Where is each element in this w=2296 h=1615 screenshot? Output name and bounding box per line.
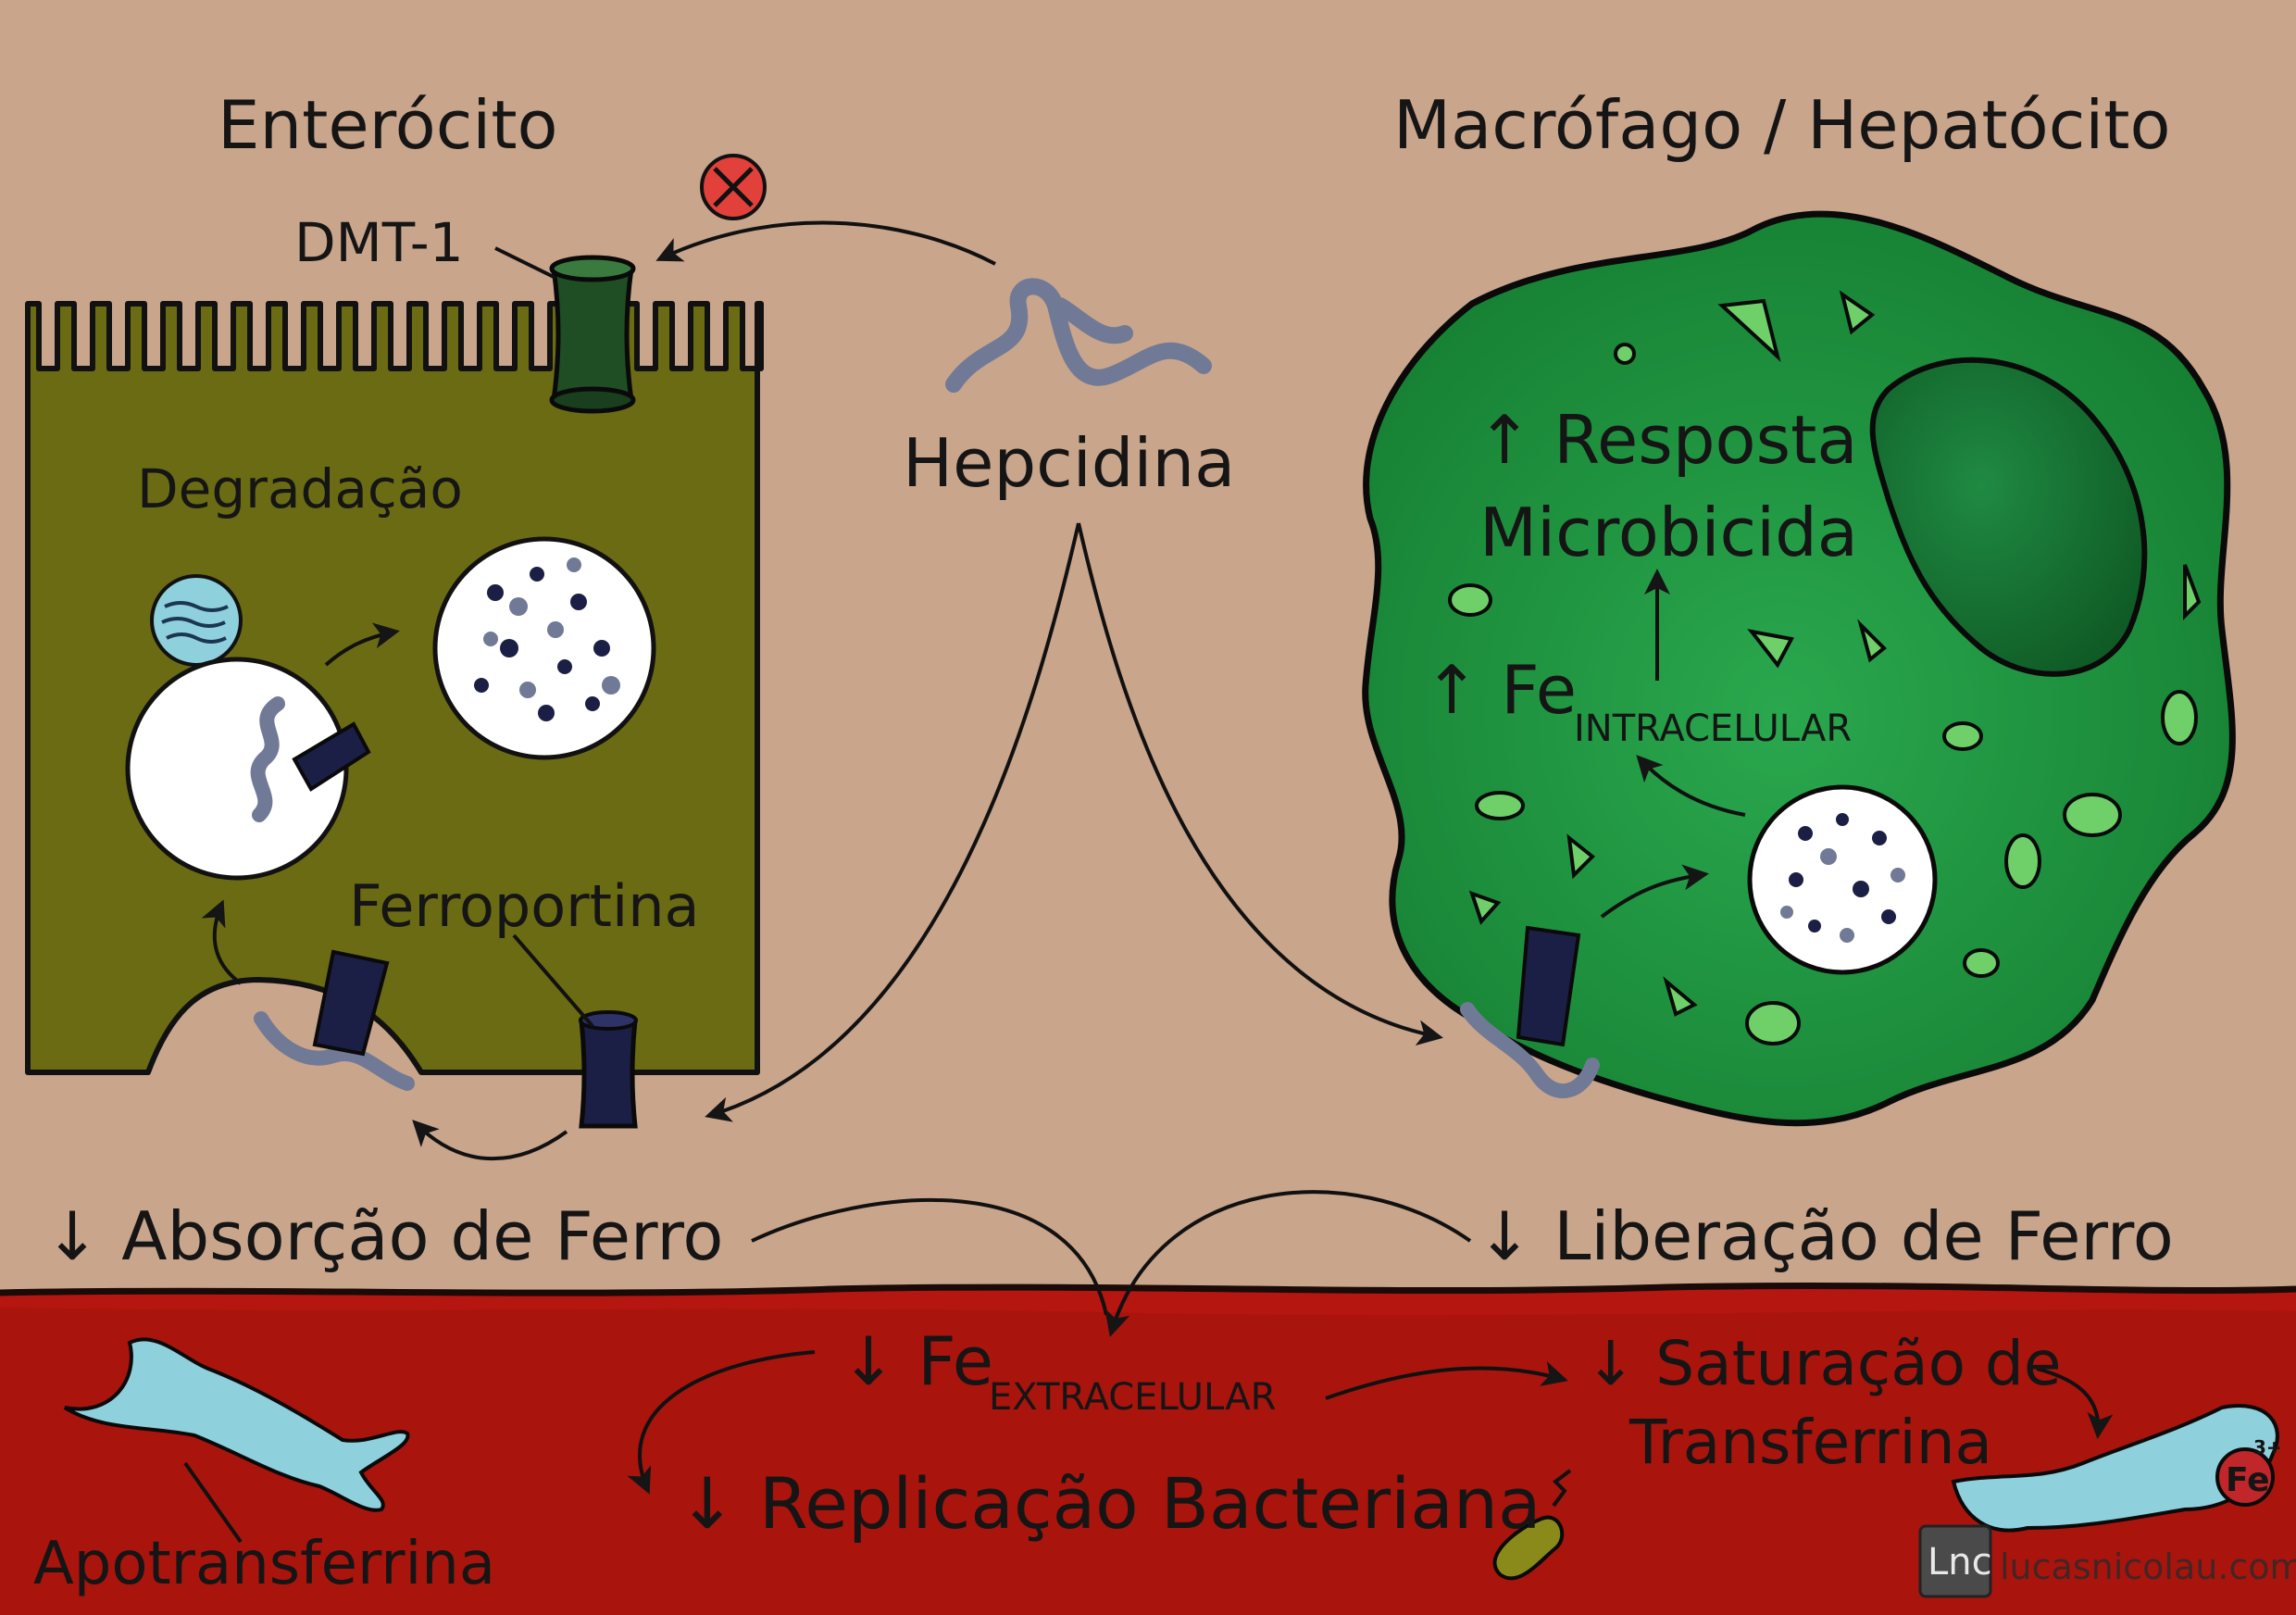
macrophage-cell	[1362, 210, 2236, 1127]
saturacao-line2: Transferrina	[1628, 1407, 1992, 1478]
absorcao-label: ↓ Absorção de Ferro	[44, 1197, 723, 1275]
hepcidina-label: Hepcidina	[903, 424, 1235, 502]
fe-extracellular-main: ↓ Fe	[841, 1322, 993, 1400]
liberacao-label: ↓ Liberação de Ferro	[1477, 1197, 2174, 1275]
bacterium-icon	[1492, 1515, 1565, 1581]
fe-extracellular-sub: EXTRACELULAR	[989, 1376, 1276, 1419]
apotransferrina-label: Apotransferrina	[33, 1530, 495, 1598]
fe-intracellular-main: ↑ Fe	[1424, 651, 1577, 729]
recycle-arrow	[201, 899, 243, 985]
vesicle-to-lysosome-arrow	[324, 622, 400, 667]
to-fe-intracellular-arrow	[1636, 755, 1746, 817]
enterocyte-cell	[25, 301, 764, 1075]
saturacao-line1: ↓ Saturação de	[1585, 1328, 2062, 1399]
phagolysosome	[1747, 784, 1938, 975]
resposta-line1: ↑ Resposta	[1477, 401, 1857, 479]
fe-charge-label: 3+	[2253, 1436, 2282, 1459]
resposta-line2: Microbicida	[1479, 494, 1858, 571]
endocytic-vesicle	[125, 657, 371, 881]
ferroportin-channel	[579, 1010, 638, 1129]
liberacao-arrow	[1104, 1190, 1472, 1337]
apotransferrin-pointer	[183, 1461, 243, 1544]
ferroportina-label: Ferroportina	[349, 872, 699, 940]
fe-intracellular-sub: INTRACELULAR	[1574, 707, 1852, 750]
ferroportin-pointer	[512, 933, 594, 1028]
ferroportin-to-degradation-arrow	[412, 1120, 568, 1161]
macrophage-ferroportin	[1460, 925, 1600, 1099]
to-transferrin-arrow	[2036, 1367, 2114, 1439]
dmt1-label: DMT-1	[294, 211, 464, 274]
macrofago-title: Macrófago / Hepatócito	[1393, 86, 2171, 164]
apotransferrin	[63, 1337, 410, 1512]
uptake-arrow	[1600, 864, 1709, 919]
degradacao-label: Degradação	[137, 457, 463, 520]
to-replicacao-arrow	[627, 1350, 816, 1495]
hepcidin-to-enterocyte-arrow	[705, 522, 1080, 1122]
hepcidin-to-dmt1-arrow	[655, 220, 996, 266]
transferrin-fe	[1951, 1404, 2279, 1533]
ferroportin-internalizing	[254, 949, 415, 1091]
hepcidin-molecule-icon	[945, 278, 1212, 393]
hepcidin-bubble	[150, 574, 243, 667]
absorcao-arrow	[751, 1197, 1108, 1316]
dmt1-pointer	[494, 246, 556, 280]
crossed-circle-icon	[700, 154, 767, 220]
blood-region	[0, 1282, 2296, 1615]
watermark-logo	[1918, 1524, 1992, 1598]
replicacao-label: ↓ Replicação Bacteriana	[678, 1462, 1541, 1545]
lysosome	[432, 536, 656, 760]
watermark-site: lucasnicolau.com	[2000, 1546, 2296, 1587]
hepcidin-to-macrophage-arrow	[1077, 522, 1443, 1046]
to-saturacao-arrow	[1325, 1360, 1568, 1400]
dmt1-channel	[549, 255, 636, 414]
bacterium-flagellum	[1552, 1469, 1572, 1508]
watermark-logo-text: Lnc	[1928, 1541, 1992, 1584]
enterocito-title: Enterócito	[218, 86, 558, 164]
fe-ion-label: Fe	[2226, 1461, 2270, 1499]
